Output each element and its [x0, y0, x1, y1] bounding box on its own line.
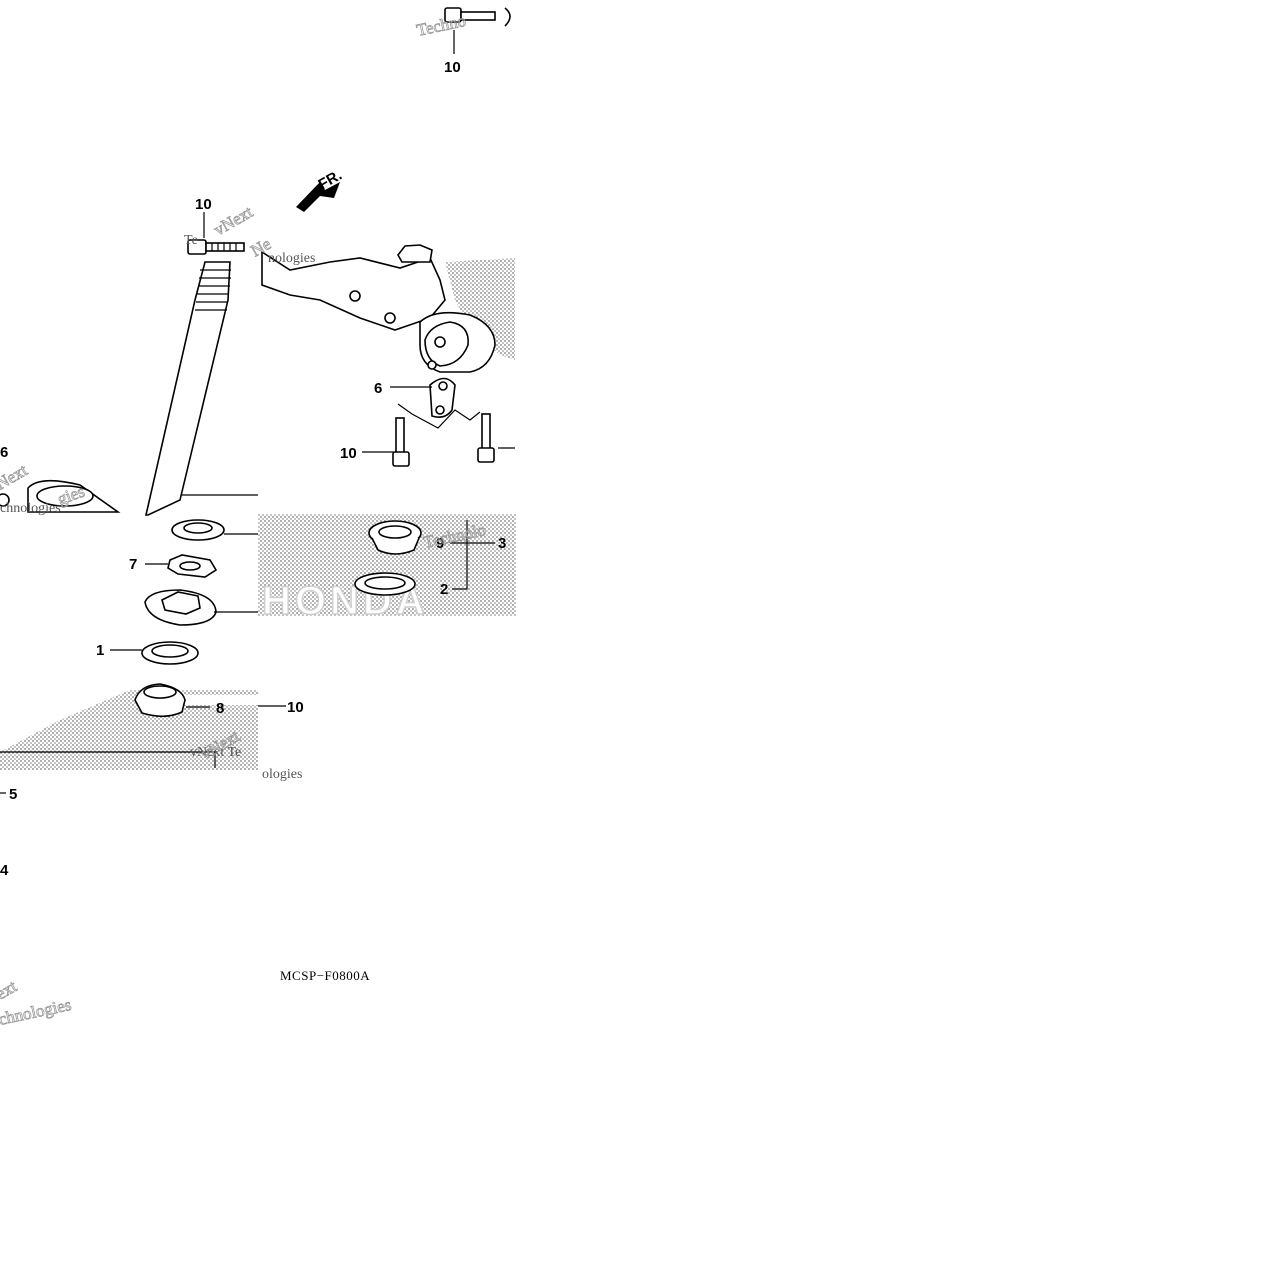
top-bridge — [261, 244, 496, 373]
watermark: vNext Te — [190, 745, 241, 760]
bolt-lower-left — [392, 417, 410, 467]
callout-10-bottom: 10 — [287, 699, 304, 716]
lock-washer — [167, 554, 218, 578]
watermark: nologies — [268, 251, 315, 266]
callout-7: 7 — [129, 556, 137, 573]
callout-4: 4 — [0, 862, 9, 879]
dust-seal — [141, 641, 199, 665]
bracket-plate — [397, 377, 481, 429]
watermark: vNext — [211, 202, 257, 239]
lower-bearing-race — [354, 572, 416, 596]
bolt-lower-right — [477, 413, 495, 463]
watermark: ext — [0, 976, 20, 1003]
front-direction-arrow: FR. — [296, 167, 345, 212]
watermark: chnologies — [0, 501, 61, 516]
watermark: Te — [184, 233, 198, 248]
lock-nut — [171, 519, 225, 541]
bolt-upper — [444, 7, 511, 27]
leader-lines — [0, 30, 515, 794]
callout-9: 9 — [436, 535, 444, 552]
callout-8: 8 — [216, 700, 224, 717]
bolt-top-left — [187, 239, 245, 255]
watermark: chnologies — [0, 995, 73, 1029]
callout-10-top: 10 — [444, 59, 461, 76]
callout-6-bracket: 6 — [374, 380, 382, 397]
watermark: ologies — [262, 767, 302, 782]
callout-2: 2 — [440, 581, 448, 598]
lower-bearing — [134, 683, 186, 718]
adjusting-nut — [144, 589, 217, 626]
callout-10-lower: 10 — [340, 445, 357, 462]
watermark: Next — [0, 460, 31, 493]
steering-stem — [144, 261, 258, 516]
upper-bearing-race — [368, 520, 422, 555]
lower-clamp-fragment — [0, 479, 121, 513]
drawing-code: MCSP−F0800A — [280, 968, 370, 983]
watermark: Techno — [415, 11, 468, 40]
callouts: 10 10 6 10 6 7 1 8 10 9 3 2 5 4 — [0, 59, 506, 879]
callout-10-upper: 10 — [195, 196, 212, 213]
callout-6-left: 6 — [0, 444, 8, 461]
callout-5: 5 — [9, 786, 17, 803]
callout-1: 1 — [96, 642, 104, 659]
callout-3: 3 — [498, 535, 506, 552]
